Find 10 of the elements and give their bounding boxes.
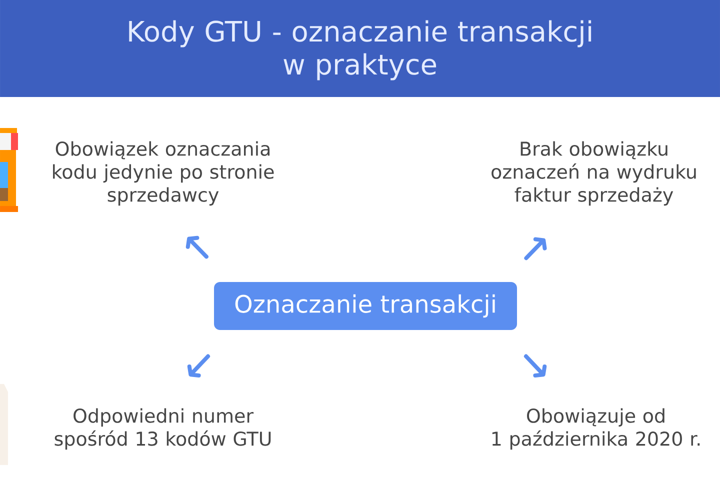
description-text: Obowiązek oznaczania kodu jedynie po stronie sprzedawcy [53, 141, 274, 206]
description-text: Odpowiedni numer spośród 13 kodów GTU [54, 408, 271, 450]
arrow [524, 354, 547, 378]
title: Kody GTU - oznaczanie transakcji w praktyce [129, 20, 592, 80]
arrow [186, 236, 208, 259]
description-text: Brak obowiązku oznaczeń na wydruku faktur sprzedaży [492, 141, 696, 206]
rounded-box: Oznaczanie transakcji [214, 282, 517, 330]
description-text: Obowiązuje od 1 października 2020 r. [492, 408, 700, 450]
arrow [187, 354, 210, 378]
arrow [524, 237, 547, 260]
